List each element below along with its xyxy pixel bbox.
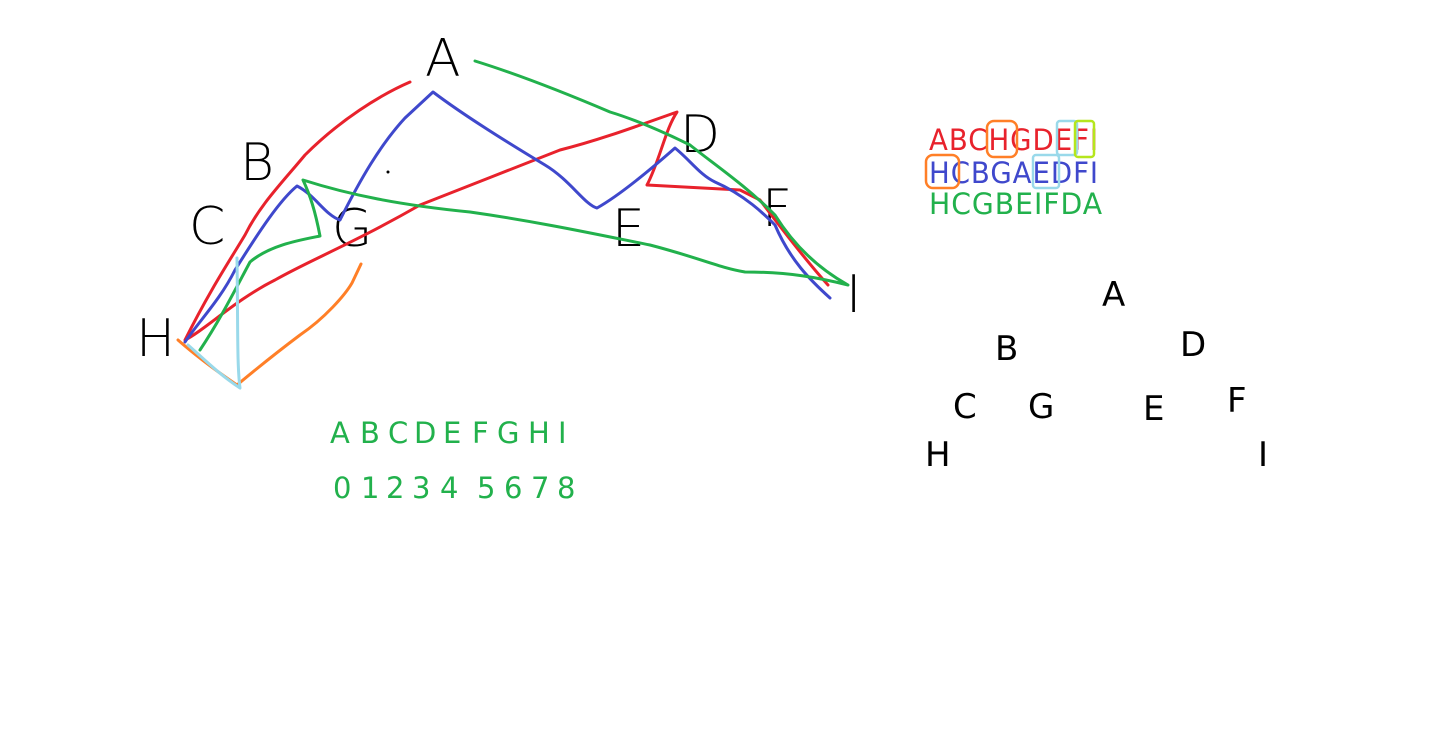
index-letter: E (443, 416, 461, 450)
lightblue-stroke (186, 256, 242, 390)
index-letter: G (497, 416, 519, 450)
tree-node-a: A (1102, 275, 1125, 315)
orange-highlight-box (985, 119, 1019, 159)
red-dot (386, 170, 390, 174)
ordering-red: ABCHGDEFI (929, 123, 1099, 157)
index-letter: I (558, 416, 567, 450)
index-letter: A (330, 416, 350, 450)
tree-node-i: I (1258, 435, 1268, 475)
index-number: 2 (386, 471, 404, 505)
index-number: 1 (361, 471, 379, 505)
node-label-g: G (332, 199, 372, 259)
tree-layout: A B D C G E F H I (925, 275, 1268, 475)
ordering-blue: HCBGAEDFI (929, 156, 1099, 190)
index-number: 6 (504, 471, 522, 505)
tree-node-c: C (953, 387, 977, 427)
index-number: 5 (477, 471, 495, 505)
index-number: 7 (531, 471, 549, 505)
node-label-i: I (846, 265, 861, 325)
index-number: 3 (412, 471, 430, 505)
index-number: 4 (440, 471, 458, 505)
index-letter: C (388, 416, 408, 450)
tree-node-g: G (1028, 387, 1054, 427)
node-label-d: D (680, 105, 720, 165)
node-label-a: A (425, 29, 461, 89)
lime-highlight-box (1073, 119, 1096, 159)
green-traversal-path (198, 59, 850, 352)
node-label-c: C (189, 197, 225, 257)
tree-node-b: B (995, 329, 1018, 369)
index-letter: H (528, 416, 550, 450)
orange-highlight-box (924, 153, 961, 190)
ordering-green: HCGBEIFDA (929, 187, 1103, 221)
index-letter: B (360, 416, 380, 450)
red-traversal-path (183, 80, 830, 342)
tree-node-h: H (925, 435, 951, 475)
tree-node-f: F (1227, 381, 1247, 421)
index-number: 8 (557, 471, 575, 505)
blue-traversal-path (183, 90, 832, 344)
tree-node-e: E (1143, 389, 1164, 429)
index-row-letters: A B C D E F G H I (330, 416, 567, 450)
index-letter: F (472, 416, 489, 450)
index-letter: D (414, 416, 436, 450)
node-label-e: E (612, 199, 645, 259)
lightblue-highlight-box (1055, 119, 1079, 157)
node-label-h: H (136, 309, 175, 369)
lightblue-highlight-box (1031, 153, 1061, 190)
tree-node-d: D (1180, 325, 1206, 365)
index-number: 0 (333, 471, 351, 505)
index-row-numbers: 0 1 2 3 4 5 6 7 8 (333, 471, 575, 505)
node-label-b: B (240, 133, 274, 193)
